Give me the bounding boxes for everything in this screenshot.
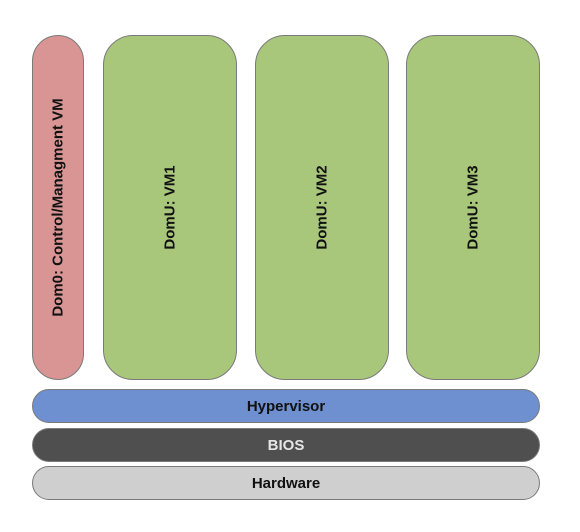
domu-vm2-block: DomU: VM2 — [255, 35, 389, 380]
hypervisor-label: Hypervisor — [246, 397, 326, 415]
hardware-label: Hardware — [251, 474, 321, 492]
vm2-label: DomU: VM2 — [313, 165, 331, 250]
bios-label: BIOS — [267, 436, 305, 454]
vm3-label: DomU: VM3 — [464, 165, 482, 250]
hypervisor-layer: Hypervisor — [32, 389, 540, 423]
vm1-label: DomU: VM1 — [161, 165, 179, 250]
bios-layer: BIOS — [32, 428, 540, 462]
domu-vm3-block: DomU: VM3 — [406, 35, 540, 380]
dom0-control-vm-block: Dom0: Control/Managment VM — [32, 35, 84, 380]
hardware-layer: Hardware — [32, 466, 540, 500]
domu-vm1-block: DomU: VM1 — [103, 35, 237, 380]
dom0-label: Dom0: Control/Managment VM — [49, 98, 67, 317]
